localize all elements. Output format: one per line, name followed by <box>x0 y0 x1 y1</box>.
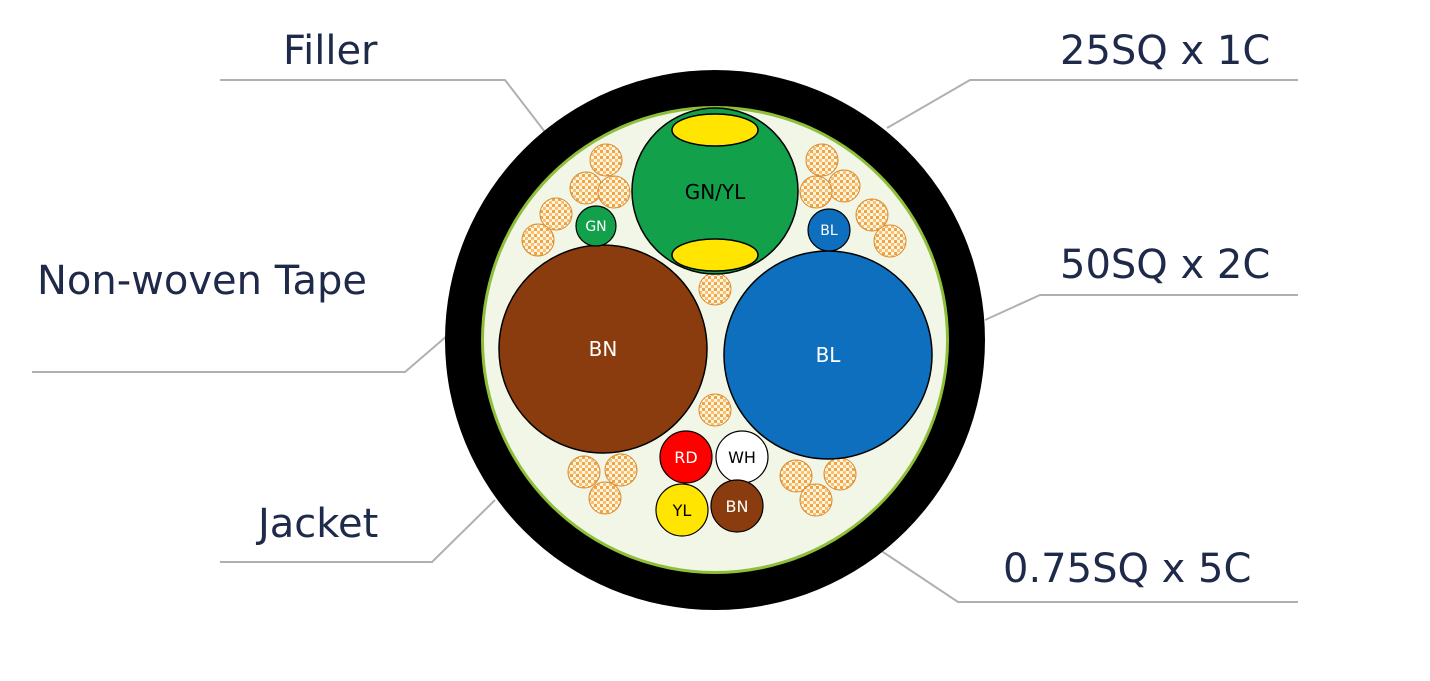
jacket-label: Jacket <box>255 501 378 547</box>
conductor-50-leader-line <box>984 294 1298 321</box>
bn-small-core-label: BN <box>726 497 749 516</box>
filler-strand <box>569 171 603 205</box>
filler-strand <box>805 143 839 177</box>
gn-yl-yellow-stripe-top <box>671 113 759 147</box>
filler-leader-line <box>220 79 546 133</box>
bn-small-core: BN <box>710 479 764 533</box>
jacket-leader-line <box>220 499 496 563</box>
gn-yl-yellow-stripe-bottom <box>671 238 759 272</box>
yl-small-core: YL <box>655 483 709 537</box>
bl-small-core: BL <box>807 208 851 252</box>
filler-strand <box>698 393 732 427</box>
filler-strand <box>799 175 833 209</box>
conductor-25-leader-line <box>886 79 1298 129</box>
filler-strand <box>698 272 732 306</box>
rd-small-core: RD <box>659 430 713 484</box>
filler-strand <box>799 483 833 517</box>
bl-large-core-label: BL <box>816 343 842 367</box>
leader-lines <box>32 79 1298 603</box>
bn-large-core-label: BN <box>589 337 618 361</box>
conductor-075-label: 0.75SQ x 5C <box>1003 546 1251 592</box>
gn-yl-core <box>631 107 799 275</box>
filler-strand <box>589 143 623 177</box>
bl-small-core-label: BL <box>820 223 838 239</box>
filler-strands <box>521 143 907 517</box>
nonwoven-tape-label: Non-woven Tape <box>37 258 367 304</box>
wh-small-core-label: WH <box>728 448 756 467</box>
filler-label: Filler <box>283 28 378 74</box>
rd-small-core-label: RD <box>674 448 697 467</box>
yl-small-core-label: YL <box>672 501 692 520</box>
gn-yl-core-label: GN/YL <box>685 180 746 204</box>
conductor-25sq-core: GN/YL <box>631 107 799 275</box>
filler-strand <box>604 453 638 487</box>
filler-strand <box>539 197 573 231</box>
filler-strand <box>855 198 889 232</box>
gn-small-core: GN <box>575 205 617 247</box>
filler-strand <box>588 481 622 515</box>
filler-strand <box>779 459 813 493</box>
conductor-50-label: 50SQ x 2C <box>1060 242 1270 288</box>
conductor-50sq-core-bn: BN <box>498 244 708 454</box>
filler-strand <box>597 175 631 209</box>
filler-strand <box>567 455 601 489</box>
gn-small-core-label: GN <box>585 219 606 235</box>
conductor-075-leader-line <box>879 549 1298 603</box>
nonwoven-tape-leader-line <box>32 334 449 373</box>
conductor-075sq-cores: RD WH YL BN <box>655 430 769 537</box>
filler-strand <box>521 223 555 257</box>
filler-strand <box>873 224 907 258</box>
wh-small-core: WH <box>715 430 769 484</box>
conductor-25-label: 25SQ x 1C <box>1060 28 1270 74</box>
filler-strand <box>827 169 861 203</box>
filler-strand <box>823 457 857 491</box>
conductor-50sq-core-bl: BL <box>723 250 933 460</box>
